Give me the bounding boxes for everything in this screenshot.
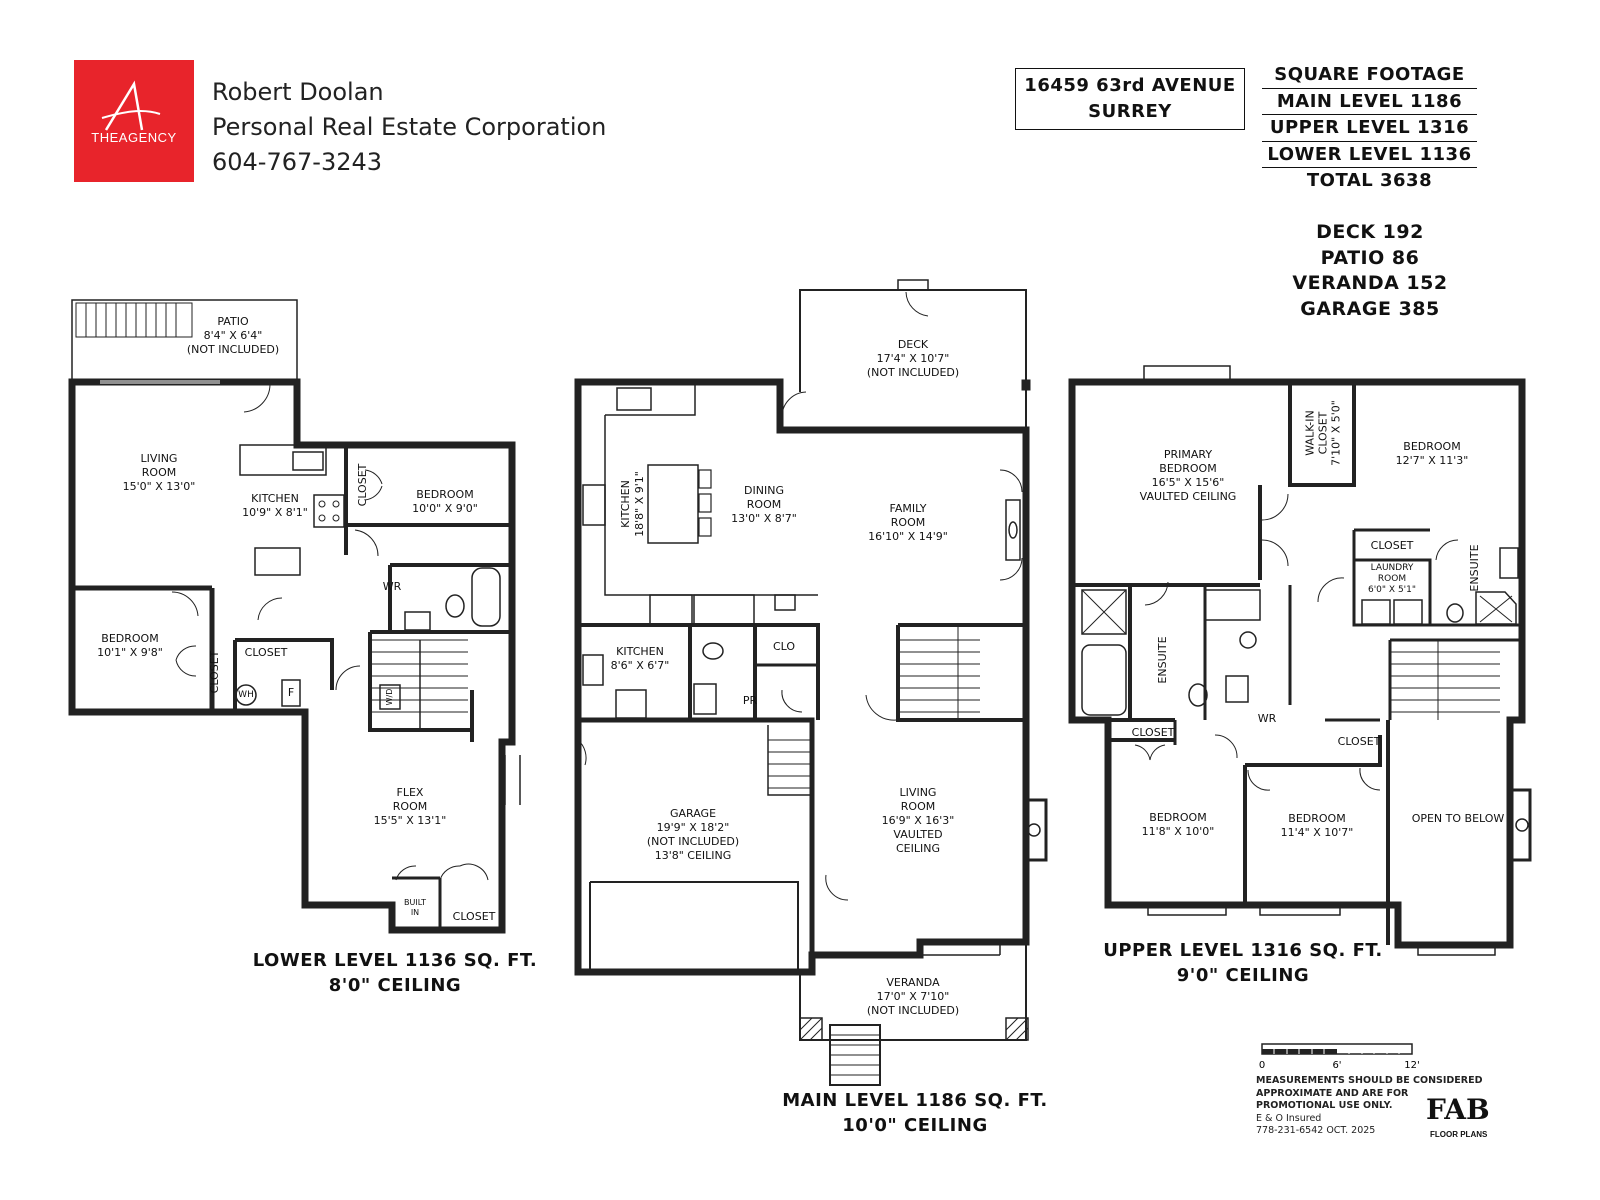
main-level-title: MAIN LEVEL 1186 SQ. FT.10'0" CEILING — [782, 1090, 1048, 1136]
upper-closet-2-label: CLOSET — [1131, 726, 1175, 739]
address-line1: 16459 63rd AVENUE — [1024, 75, 1236, 96]
upper-closet-3-label: CLOSET — [1337, 735, 1381, 748]
veranda-sqft: VERANDA 152 — [1292, 272, 1448, 294]
lower-closet-3-label: CLOSET — [244, 646, 288, 659]
patio-sqft: PATIO 86 — [1320, 246, 1420, 269]
lower-closet-2-label: CLOSET — [208, 650, 221, 694]
agency-logo: THEAGENCY — [74, 60, 194, 182]
outdoor-areas: DECK 192 PATIO 86 VERANDA 152 GARAGE 385 — [1280, 220, 1460, 322]
main-level-plan — [574, 279, 1048, 1086]
fab-logo: FAB — [1426, 1093, 1490, 1126]
fab-logo-subtitle: FLOOR PLANS — [1430, 1130, 1488, 1139]
scale-tick-6: 6' — [1332, 1060, 1341, 1071]
lower-furnace-label: F — [287, 686, 295, 699]
upper-level-plan — [1068, 365, 1532, 956]
agent-company: Personal Real Estate Corporation — [212, 113, 607, 141]
agent-phone: 604-767-3243 — [212, 148, 383, 176]
lower-washer-dryer-label: W/D — [385, 688, 394, 706]
deck-sqft: DECK 192 — [1316, 221, 1424, 243]
main-powder-room-label: PR — [742, 694, 758, 707]
upper-ensuite-2-label: ENSUITE — [1156, 636, 1169, 684]
agent-name: Robert Doolan — [212, 78, 384, 106]
sqft-total: TOTAL 3638 — [1306, 170, 1433, 191]
sqft-main: MAIN LEVEL 1186 — [1262, 89, 1477, 115]
square-footage-table: SQUARE FOOTAGE MAIN LEVEL 1186 UPPER LEV… — [1262, 62, 1477, 194]
agency-logo-mark-icon — [101, 80, 161, 131]
upper-open-to-below-label: OPEN TO BELOW — [1411, 812, 1505, 825]
main-closet-label: CLO — [772, 640, 796, 653]
lower-level-title: LOWER LEVEL 1136 SQ. FT.8'0" CEILING — [252, 950, 538, 996]
address-box: 16459 63rd AVENUE SURREY — [1015, 68, 1245, 130]
upper-ensuite-1-label: ENSUITE — [1468, 544, 1481, 592]
scale-tick-0: 0 — [1259, 1060, 1265, 1071]
sqft-title: SQUARE FOOTAGE — [1262, 62, 1477, 89]
upper-closet-1-label: CLOSET — [1370, 539, 1414, 552]
sqft-upper: UPPER LEVEL 1316 — [1262, 115, 1477, 142]
garage-sqft: GARAGE 385 — [1300, 297, 1440, 320]
lower-water-heater-label: WH — [238, 690, 254, 700]
upper-washroom-label: WR — [1257, 712, 1277, 725]
lower-closet-label: CLOSET — [356, 463, 369, 507]
upper-level-title: UPPER LEVEL 1316 SQ. FT.9'0" CEILING — [1103, 940, 1383, 986]
lower-level-plan — [68, 299, 521, 934]
scale-tick-12: 12' — [1404, 1060, 1419, 1071]
lower-closet-4-label: CLOSET — [452, 910, 496, 923]
sqft-lower: LOWER LEVEL 1136 — [1262, 142, 1477, 168]
address-line2: SURREY — [1088, 101, 1172, 122]
scale-bar: 0 6' 12' — [1259, 1043, 1420, 1071]
agency-logo-text: THEAGENCY — [91, 130, 177, 145]
lower-washroom-label: WR — [382, 580, 402, 593]
disclaimer: MEASUREMENTS SHOULD BE CONSIDERED APPROX… — [1256, 1075, 1483, 1136]
